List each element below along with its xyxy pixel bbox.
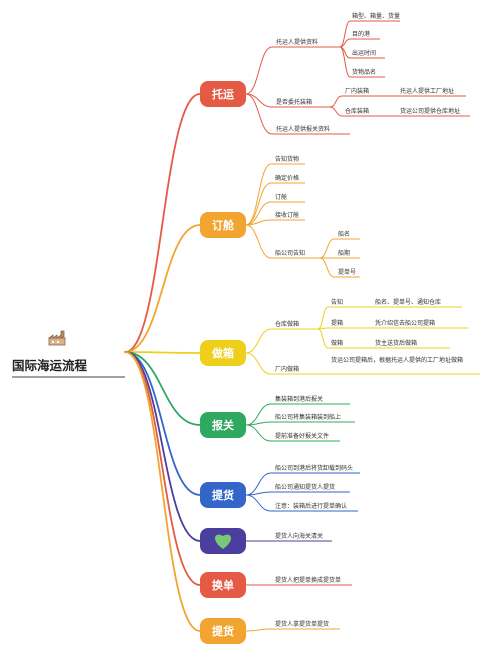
branch-node-customs[interactable]: 报关 <box>200 412 246 438</box>
leaf-stuff: 做箱 <box>331 340 344 347</box>
branch-node-exchange[interactable]: 换单 <box>200 572 246 598</box>
leaf-exchange-order: 提货人把提单换成提货单 <box>275 577 342 584</box>
branch-node-clearance[interactable] <box>200 528 246 554</box>
connector <box>339 46 351 78</box>
connector <box>245 628 272 632</box>
connector <box>245 494 272 512</box>
connector <box>124 224 201 353</box>
connector <box>124 351 201 496</box>
leaf-box-type: 箱型、箱量、货量 <box>352 13 401 20</box>
factory-icon <box>48 330 66 346</box>
connector <box>245 182 272 226</box>
leaf-notify-goods: 告知货物 <box>275 156 300 163</box>
connector <box>319 238 335 259</box>
heart-icon <box>215 534 231 549</box>
leaf-notify-detail: 船名、提单号、通知仓库 <box>375 299 442 306</box>
connector <box>124 351 201 426</box>
leaf-carrier-notice: 船公司告知 <box>275 250 306 257</box>
connector <box>245 163 272 226</box>
connector <box>245 224 272 259</box>
leaf-entrust-packing: 是否委托装箱 <box>276 99 313 106</box>
leaf-pick-box-detail: 凭介绍信去船公司提箱 <box>375 320 436 327</box>
leaf-collect-goods: 提货人拿提货单提货 <box>275 621 330 628</box>
leaf-booking: 订舱 <box>275 194 288 201</box>
connector <box>329 106 343 117</box>
connector <box>245 421 272 426</box>
connector <box>245 403 272 426</box>
branch-node-stuffing[interactable]: 做箱 <box>200 340 246 366</box>
leaf-notify: 告知 <box>331 299 344 306</box>
leaf-confirm-price: 确定价格 <box>275 175 300 182</box>
connector <box>245 93 273 135</box>
connector <box>339 20 351 48</box>
connector <box>245 201 272 226</box>
connector <box>317 328 329 349</box>
leaf-consignor-docs: 托运人提供资料 <box>276 39 319 46</box>
leaf-vessel-name: 船名 <box>338 231 351 238</box>
leaf-warehouse-stuffing: 仓库做箱 <box>275 321 300 328</box>
branch-node-delivery[interactable]: 提货 <box>200 618 246 644</box>
leaf-accept-booking: 接收订舱 <box>275 212 300 219</box>
leaf-factory-stuffing: 厂内做箱 <box>275 366 300 373</box>
connector <box>245 352 272 375</box>
connector <box>124 351 201 354</box>
leaf-factory-packing: 厂内装箱 <box>345 88 370 95</box>
connector <box>245 424 272 442</box>
leaf-prepare-docs: 提前准备好报关文件 <box>275 433 330 440</box>
leaf-customs-clearance: 提货人向海关清关 <box>275 533 324 540</box>
leaf-sailing-date: 船期 <box>338 250 351 257</box>
connector <box>317 306 329 330</box>
root-title: 国际海运流程 <box>12 358 88 373</box>
leaf-load-ship: 船公司将集装箱装到船上 <box>275 414 342 421</box>
leaf-pick-box: 提箱 <box>331 320 344 327</box>
branch-node-pickup[interactable]: 提货 <box>200 482 246 508</box>
leaf-bl-confirm: 注意：装箱后进行提单确认 <box>275 503 348 510</box>
leaf-warehouse-packing: 仓库装箱 <box>345 108 370 115</box>
connector <box>124 351 201 632</box>
leaf-container-arrival: 集装箱到港后报关 <box>275 396 324 403</box>
connector <box>245 328 272 354</box>
connector <box>319 257 335 278</box>
connector <box>124 93 201 353</box>
leaf-warehouse-address: 货运公司提供仓库地址 <box>400 108 461 115</box>
connector <box>124 351 201 542</box>
leaf-factory-address: 托运人提供工厂地址 <box>400 88 455 95</box>
leaf-destination: 目的港 <box>352 31 371 38</box>
leaf-goods-name: 货物品名 <box>352 69 377 76</box>
leaf-notify-pickup: 船公司通知提货人提货 <box>275 484 336 491</box>
leaf-factory-stuffing-detail: 货运公司提箱后，根据托运人提供的工厂地址做箱 <box>331 357 464 364</box>
branch-node-consign[interactable]: 托运 <box>200 81 246 107</box>
leaf-stuff-detail: 货主送货后做箱 <box>375 340 418 347</box>
leaf-customs-docs: 托运人提供报关资料 <box>276 126 331 133</box>
connector <box>329 95 343 108</box>
branch-node-booking[interactable]: 订舱 <box>200 212 246 238</box>
connector <box>245 219 272 226</box>
leaf-unload-dock: 船公司到港后将货卸载到码头 <box>275 465 354 472</box>
connector <box>245 472 272 496</box>
leaf-bl-number: 提单号 <box>338 269 357 276</box>
connector <box>245 46 273 95</box>
leaf-ship-time: 出运时间 <box>352 50 377 57</box>
connector <box>245 491 272 496</box>
